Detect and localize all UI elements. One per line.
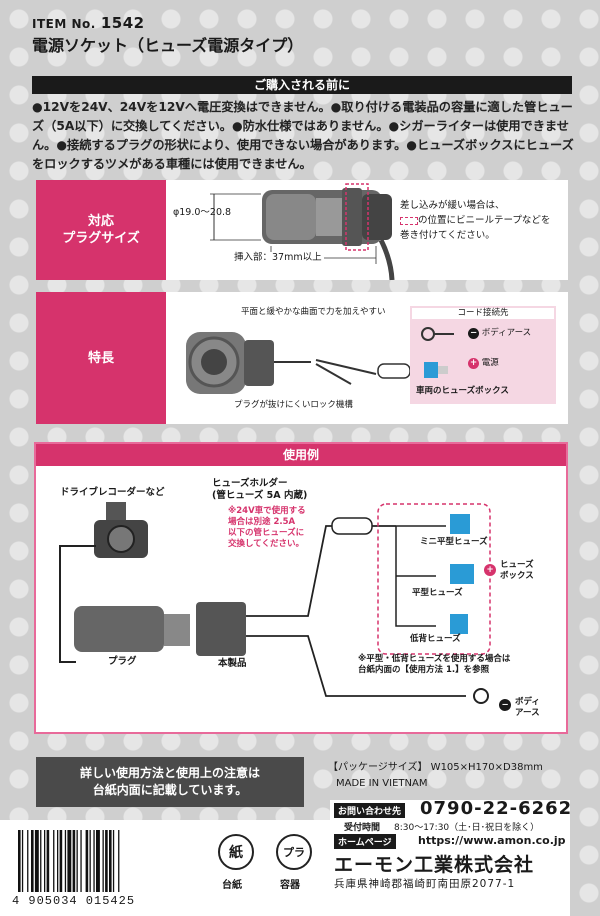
item-number-value: 1542: [100, 14, 145, 32]
dashed-marker-icon: [400, 216, 418, 225]
usage-diagram: [59, 502, 491, 704]
instructions-line2: 台紙内面に記載しています。: [92, 783, 248, 797]
power-label: + 電源: [468, 358, 499, 369]
barcode-area: 4 905034 015425: [0, 820, 210, 916]
minus-icon: −: [499, 699, 511, 711]
fuse-holder-line2: (管ヒューズ 5A 内蔵): [212, 490, 308, 501]
features-label: 特長: [36, 292, 166, 424]
body-earth-usage-label: − ボディ アース: [499, 697, 540, 719]
code-connection-box: コード接続先 − ボディアース + 電源 車両のヒューズボックス: [410, 306, 556, 404]
usage-title: 使用例: [36, 444, 566, 466]
hours-label: 受付時間: [344, 823, 381, 833]
company-address: 兵庫県神崎郡福崎町南田原2077-1: [334, 878, 516, 890]
warn-line3: 以下の管ヒューズに: [228, 528, 305, 538]
main-unit-label: 本製品: [218, 658, 247, 669]
recorder-label: ドライブレコーダーなど: [60, 487, 165, 498]
low-fuse-label: 低背ヒューズ: [410, 634, 461, 644]
plastic-label: 容器: [280, 880, 300, 891]
usage-example-panel: [34, 442, 568, 734]
inquiry-label: お問い合わせ先: [334, 803, 406, 818]
vehicle-fuse-box-label: 車両のヒューズボックス: [416, 386, 509, 396]
features-panel: 特長 平面と緩やかな曲面で力を加えやすい プラグが抜けにくいロック機構 コード接…: [36, 292, 568, 424]
plug-note-line2: の位置にビニールテープなどを: [418, 215, 551, 226]
product-name: 電源ソケット（ヒューズ電源タイプ）: [32, 36, 304, 55]
warn-line1: ※24V車で使用する: [228, 506, 306, 516]
mini-fuse-label: ミニ平型ヒューズ: [420, 537, 488, 547]
hours-value: 8:30〜17:30（土･日･祝日を除く）: [394, 823, 540, 833]
warn-line4: 交換してください。: [228, 539, 304, 549]
plug-size-note: 差し込みが緩い場合は、 の位置にビニールテープなどを 巻き付けてください。: [400, 198, 550, 243]
plastic-recycle-icon: プラ: [276, 834, 312, 870]
barcode-icon: [18, 830, 120, 892]
curve-note: 平面と緩やかな曲面で力を加えやすい: [241, 307, 386, 317]
recycle-marks: 紙 プラ 台紙 容器: [210, 820, 330, 916]
code-connection-title: コード接続先: [412, 308, 554, 319]
item-number: ITEM No. 1542: [32, 14, 145, 32]
company-name: エーモン工業株式会社: [334, 854, 535, 876]
notice-text: ●12Vを24V、24Vを12Vへ電圧変換はできません。●取り付ける電装品の容量…: [32, 100, 574, 171]
contact-area: [330, 800, 570, 916]
plug-size-panel: 対応 プラグサイズ φ19.0〜20.8 挿入部：37mm以上 差し込みが緩い場…: [36, 180, 568, 280]
plug-label: プラグ: [108, 656, 137, 667]
item-number-label: ITEM No.: [32, 17, 96, 31]
instructions-line1: 詳しい使用方法と使用上の注意は: [79, 766, 260, 780]
package-size: 【パッケージサイズ】 W105×H170×D38mm: [328, 762, 543, 773]
paper-recycle-icon: 紙: [218, 834, 254, 870]
website-url[interactable]: https://www.amon.co.jp: [418, 834, 566, 847]
made-in: MADE IN VIETNAM: [336, 778, 428, 789]
barcode-number: 4 905034 015425: [12, 894, 136, 908]
plug-size-label: 対応 プラグサイズ: [36, 180, 166, 280]
instructions-box: 詳しい使用方法と使用上の注意は 台紙内面に記載しています。: [36, 757, 304, 807]
plug-diagram: [210, 183, 395, 280]
fuse-usage-note: ※平型・低背ヒューズを使用する場合は 台紙内面の【使用方法 1.】を参照: [358, 654, 511, 675]
body-earth-label: − ボディアース: [468, 328, 532, 339]
flat-fuse-label: 平型ヒューズ: [412, 588, 463, 598]
plug-insert-length: 挿入部：37mm以上: [232, 252, 324, 264]
lock-note: プラグが抜けにくいロック機構: [234, 400, 353, 410]
plus-icon: +: [484, 564, 496, 576]
socket-diagram: [186, 332, 411, 394]
paper-label: 台紙: [222, 880, 242, 891]
plug-note-line1: 差し込みが緩い場合は、: [400, 200, 505, 211]
24v-warning: ※24V車で使用する 場合は別途 2.5A 以下の管ヒューズに 交換してください…: [228, 506, 306, 550]
phone-number: 0790-22-6262: [420, 798, 573, 819]
fuse-holder-label: ヒューズホルダー (管ヒューズ 5A 内蔵): [212, 478, 307, 502]
fuse-holder-line1: ヒューズホルダー: [212, 478, 288, 489]
warn-line2: 場合は別途 2.5A: [228, 517, 296, 527]
plug-note-line3: 巻き付けてください。: [400, 230, 495, 241]
minus-icon: −: [468, 328, 479, 339]
notice-title: ご購入される前に: [32, 76, 572, 94]
plug-diameter: φ19.0〜20.8: [173, 207, 232, 218]
terminal-icons: [421, 327, 454, 378]
fuse-box-usage-label: + ヒューズ ボックス: [484, 560, 534, 582]
plus-icon: +: [468, 358, 479, 369]
homepage-label: ホームページ: [334, 834, 396, 849]
